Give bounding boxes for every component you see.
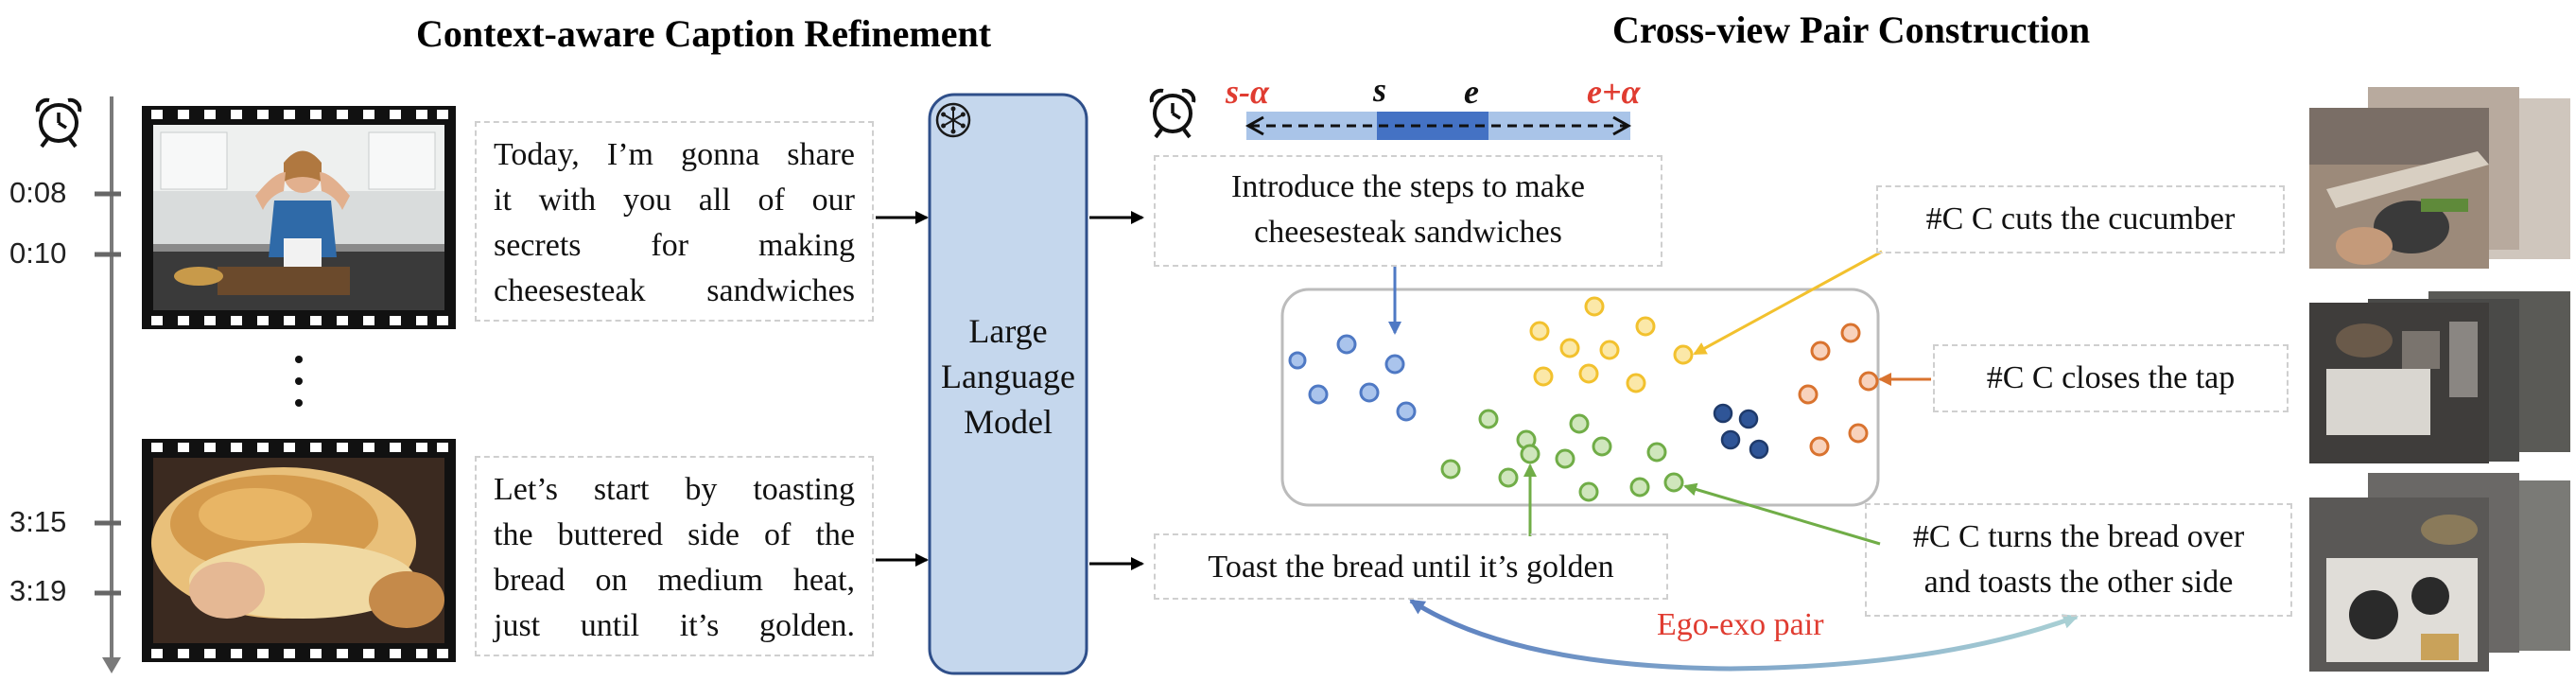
ego-video-stack-tap: [2309, 291, 2570, 463]
segment-start-label: s: [1373, 71, 1387, 109]
caption-line: cheesesteak sandwiches: [494, 273, 855, 308]
orange-cluster: [1798, 323, 1879, 457]
ego-exo-pair-label: Ego-exo pair: [1657, 607, 1824, 642]
green-arrow: [1683, 482, 1881, 546]
ego-caption-box-tap: #C C closes the tap: [1933, 344, 2289, 412]
refined-caption-box-top: Introduce the steps to make cheesesteak …: [1154, 155, 1662, 267]
ego-caption-line: #C C cuts the cucumber: [1925, 201, 2236, 236]
film-strip-frame-bottom: [142, 439, 456, 662]
caption-line: secrets for making: [494, 228, 855, 263]
llm-label-line: Language: [941, 358, 1075, 395]
caption-line: it with you all of our: [494, 183, 855, 218]
embedding-space-box: [1280, 288, 1880, 507]
green-cluster: [1440, 409, 1684, 502]
ellipsis-dots: [295, 356, 303, 407]
llm-box: [928, 93, 1088, 675]
ego-caption-line: #C C closes the tap: [1986, 360, 2236, 395]
ego-video-stack-bread: [2309, 473, 2570, 672]
refined-caption-line: Introduce the steps to make: [1231, 169, 1585, 204]
raw-caption-box-bottom: Let’s start by toasting the buttered sid…: [475, 456, 874, 656]
window-end-label: e+α: [1587, 73, 1641, 111]
segment-end-label: e: [1464, 73, 1479, 111]
alarm-clock-icon: [1149, 88, 1196, 139]
blue-cluster: [1288, 334, 1417, 422]
snowflake-icon: [935, 102, 971, 138]
ego-caption-line: #C C turns the bread over: [1912, 519, 2245, 554]
alarm-clock-icon: [35, 97, 82, 148]
timeline: [35, 96, 121, 673]
llm-label-line: Large: [968, 312, 1048, 350]
yellow-cluster: [1529, 296, 1694, 393]
window-start-label: s-α: [1226, 73, 1269, 111]
ego-caption-box-bread: #C C turns the bread over and toasts the…: [1865, 503, 2292, 617]
ego-caption-line: and toasts the other side: [1923, 565, 2234, 600]
raw-caption-box-top: Today, I’m gonna share it with you all o…: [475, 121, 874, 322]
ego-video-stack-cucumber: [2309, 87, 2570, 269]
timestamp-label: 0:10: [9, 236, 67, 270]
timestamp-label: 3:15: [9, 505, 67, 538]
refined-caption-box-bottom: Toast the bread until it’s golden: [1154, 533, 1668, 600]
timestamp-label: 3:19: [9, 574, 67, 607]
caption-line: bread on medium heat,: [494, 563, 855, 598]
ego-caption-box-cucumber: #C C cuts the cucumber: [1876, 185, 2285, 253]
caption-line: Today, I’m gonna share: [494, 137, 855, 172]
timestamp-label: 0:08: [9, 176, 67, 209]
refined-caption-line: cheesesteak sandwiches: [1254, 215, 1562, 250]
ego-exo-pair-arrow: [1409, 598, 2079, 672]
left-section-title: Context-aware Caption Refinement: [416, 12, 992, 55]
llm-label: Large Language Model: [930, 308, 1087, 445]
ego-video-thumbnails: [2309, 87, 2570, 672]
navy-cluster: [1713, 403, 1769, 460]
film-strip-frame-top: [142, 106, 456, 329]
caption-line: just until it’s golden.: [494, 608, 855, 643]
right-section-title: Cross-view Pair Construction: [1612, 9, 2091, 51]
refined-caption-line: Toast the bread until it’s golden: [1208, 550, 1614, 585]
caption-line: the buttered side of the: [494, 517, 855, 552]
yellow-arrow: [1693, 250, 1883, 356]
caption-line: Let’s start by toasting: [494, 472, 855, 507]
llm-label-line: Model: [964, 403, 1053, 441]
